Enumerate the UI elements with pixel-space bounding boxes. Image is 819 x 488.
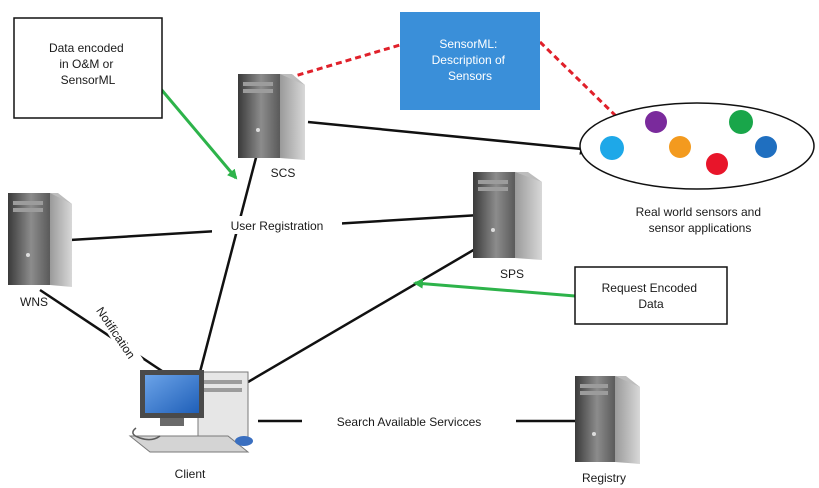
sensor-dot-blue xyxy=(755,136,777,158)
sps-server-icon xyxy=(473,172,542,260)
registry-server-icon xyxy=(575,376,640,464)
edge-sps-client xyxy=(247,236,495,384)
wns-label: WNS xyxy=(20,295,48,309)
svg-text:Request Encoded Data: Request Encoded Data xyxy=(602,281,701,311)
sensor-dot-red xyxy=(706,153,728,175)
sensorml-line-3: Sensors xyxy=(448,69,492,83)
search-label: Search Available Servicces xyxy=(337,415,482,429)
user-registration-label: User Registration xyxy=(231,219,324,233)
sensors-caption-line-1: Real world sensors and xyxy=(636,205,761,219)
data-encoded-line-3: SensorML xyxy=(61,73,116,87)
edge-scs-sensors xyxy=(307,120,594,155)
request-line-1: Request Encoded xyxy=(602,281,697,295)
sensorml-line-2: Description of xyxy=(432,53,506,67)
edge-scs-client xyxy=(198,149,260,373)
sensor-dot-green xyxy=(729,110,753,134)
green-arrow-data xyxy=(153,81,238,180)
notification-group: Notification xyxy=(88,296,144,369)
notification-label: Notification xyxy=(93,304,138,361)
client-label: Client xyxy=(175,467,206,481)
request-line-2: Data xyxy=(638,297,664,311)
sensors-caption-line-2: sensor applications xyxy=(649,221,752,235)
sensor-dot-purple xyxy=(645,111,667,133)
svg-text:Real world sensors and sen: Real world sensors and sensor applicatio… xyxy=(636,205,765,235)
sensorml-line-1: SensorML: xyxy=(439,37,497,51)
sensorml-box xyxy=(400,12,540,110)
data-encoded-line-2: in O&M or xyxy=(59,57,113,71)
dashed-scs-sensorml xyxy=(287,43,401,80)
scs-server-icon xyxy=(238,74,305,160)
edge-wns-client xyxy=(39,288,169,377)
wns-server-icon xyxy=(8,193,72,287)
request-box xyxy=(574,266,728,325)
sps-label: SPS xyxy=(500,267,524,281)
svg-text:Data encoded in O&M or: Data encoded in O&M or SensorML xyxy=(49,41,127,87)
registry-label: Registry xyxy=(582,471,626,485)
sensor-dot-cyan xyxy=(600,136,624,160)
user-registration-bg xyxy=(212,216,342,234)
dashed-sensorml-sensors xyxy=(538,40,620,120)
green-arrow-request xyxy=(413,278,576,298)
data-encoded-line-1: Data encoded xyxy=(49,41,124,55)
data-encoded-box xyxy=(13,17,163,119)
search-bg xyxy=(302,412,516,430)
client-computer-icon xyxy=(128,370,253,453)
scs-label: SCS xyxy=(271,166,296,180)
svg-text:SensorML: Description of: SensorML: Description of Sensors xyxy=(432,37,509,83)
sensor-dot-orange xyxy=(669,136,691,158)
sensors-ellipse xyxy=(579,102,815,190)
